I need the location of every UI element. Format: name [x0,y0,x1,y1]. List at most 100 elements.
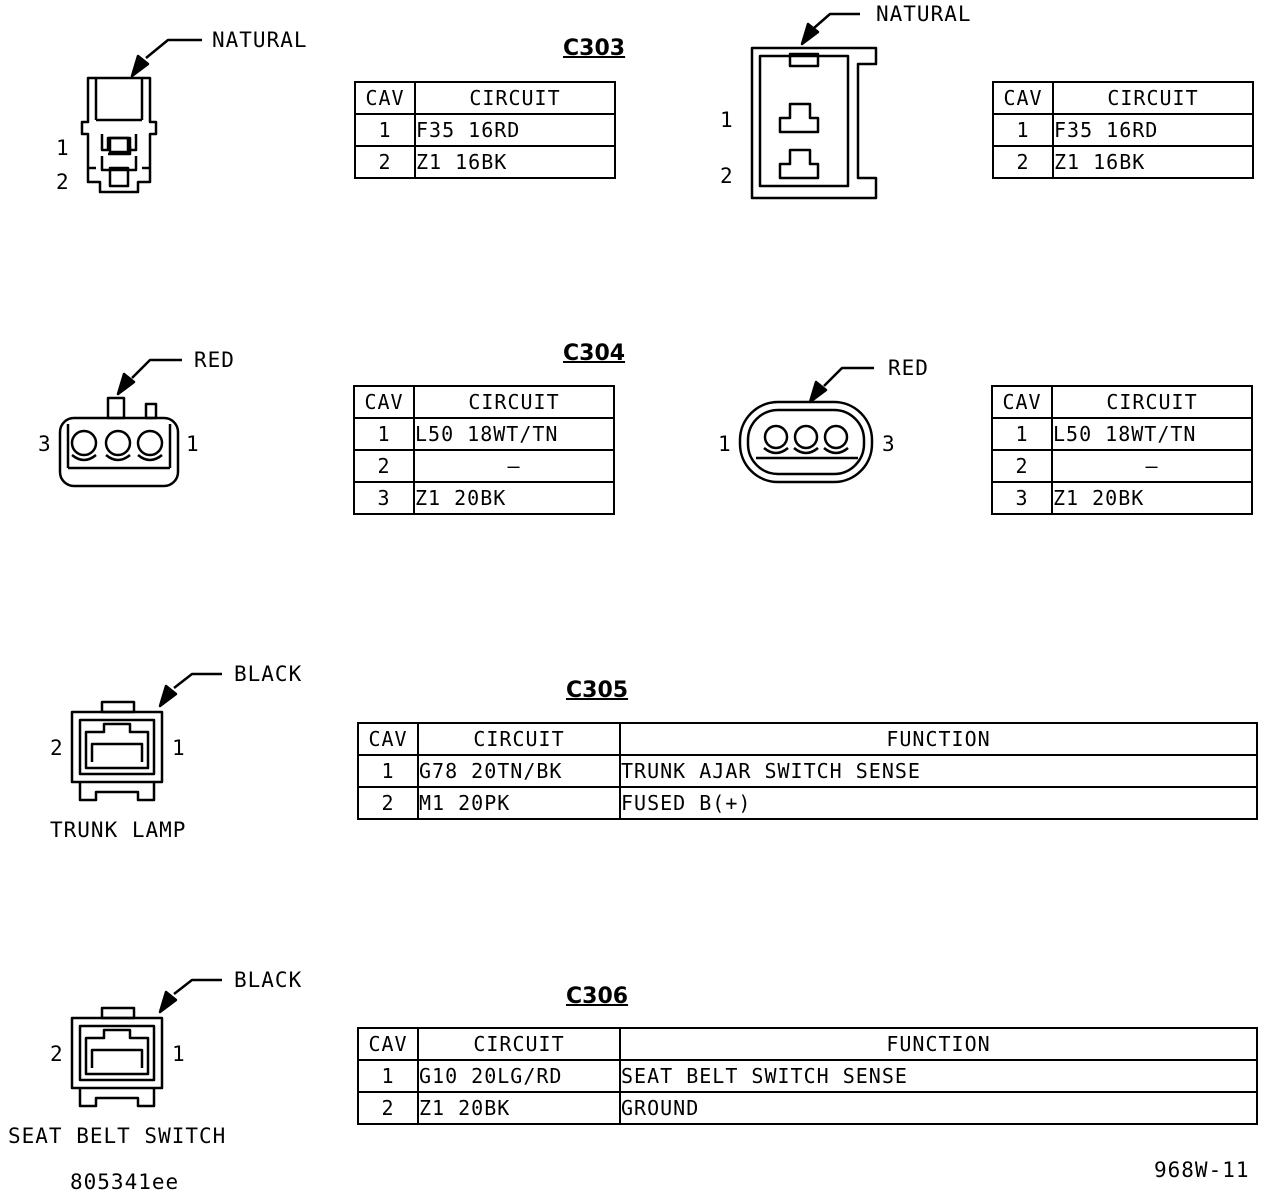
table-row: 2 Z1 20BK GROUND [357,1091,1258,1125]
c306-table: CAV CIRCUIT FUNCTION 1 G10 20LG/RD SEAT … [357,1027,1258,1125]
c305-color-label: BLACK [234,662,303,686]
c306-leader [158,978,222,1014]
c303-title: C303 [563,36,626,61]
function-cell: SEAT BELT SWITCH SENSE [619,1059,1258,1093]
c306-connector-drawing [70,1006,164,1108]
function-cell: FUSED B(+) [619,786,1258,820]
table-row: 1 L50 18WT/TN [353,417,615,451]
cav-cell: 2 [992,145,1054,179]
cav-header: CAV [992,81,1054,115]
c304-title: C304 [563,341,626,366]
c304-left-pin-3-label: 3 [38,432,52,456]
c303-right-table: CAV CIRCUIT 1 F35 16RD 2 Z1 16BK [992,81,1254,179]
cav-cell: 2 [353,449,415,483]
table-row: 1 F35 16RD [354,113,616,147]
cav-cell: 1 [353,417,415,451]
cav-cell: 1 [357,1059,419,1093]
function-header: FUNCTION [619,722,1258,756]
c304-left-color-label: RED [194,348,235,372]
circuit-header: CIRCUIT [413,385,615,419]
cav-header: CAV [357,1027,419,1061]
c306-connector-name: SEAT BELT SWITCH [8,1124,227,1148]
c303-left-connector-drawing [80,76,158,194]
c305-connector-name: TRUNK LAMP [50,818,187,842]
c306-title: C306 [566,984,629,1009]
table-row: 2 M1 20PK FUSED B(+) [357,786,1258,820]
c303-left-pin-1-label: 1 [56,136,70,160]
cav-cell: 1 [357,754,419,788]
circuit-cell: – [413,449,615,483]
circuit-cell: – [1051,449,1253,483]
c305-connector-drawing [70,700,164,802]
c303-left-table: CAV CIRCUIT 1 F35 16RD 2 Z1 16BK [354,81,616,179]
cav-cell: 3 [991,481,1053,515]
table-row: 2 – [991,449,1253,483]
c304-right-connector-drawing [738,400,874,484]
c303-right-connector-drawing [750,46,878,200]
table-header-row: CAV CIRCUIT [991,385,1253,419]
c303-right-leader [800,12,860,46]
circuit-header: CIRCUIT [414,81,616,115]
circuit-cell: L50 18WT/TN [413,417,615,451]
c304-left-table: CAV CIRCUIT 1 L50 18WT/TN 2 – 3 Z1 20BK [353,385,615,515]
circuit-header: CIRCUIT [1051,385,1253,419]
circuit-header: CIRCUIT [417,722,621,756]
cav-header: CAV [991,385,1053,419]
c305-table: CAV CIRCUIT FUNCTION 1 G78 20TN/BK TRUNK… [357,722,1258,820]
table-header-row: CAV CIRCUIT [354,81,616,115]
c304-right-pin-3-label: 3 [882,432,896,456]
circuit-cell: M1 20PK [417,786,621,820]
cav-cell: 2 [354,145,416,179]
circuit-cell: Z1 20BK [417,1091,621,1125]
cav-cell: 2 [991,449,1053,483]
cav-cell: 1 [992,113,1054,147]
c305-title: C305 [566,678,629,703]
circuit-cell: G78 20TN/BK [417,754,621,788]
cav-header: CAV [357,722,419,756]
c303-right-color-label: NATURAL [876,2,972,26]
circuit-cell: Z1 16BK [414,145,616,179]
table-row: 3 Z1 20BK [991,481,1253,515]
circuit-header: CIRCUIT [417,1027,621,1061]
function-header: FUNCTION [619,1027,1258,1061]
circuit-cell: Z1 16BK [1052,145,1254,179]
circuit-cell: L50 18WT/TN [1051,417,1253,451]
circuit-cell: Z1 20BK [413,481,615,515]
cav-cell: 2 [357,1091,419,1125]
c304-right-color-label: RED [888,356,929,380]
cav-header: CAV [354,81,416,115]
c305-leader [158,672,222,708]
table-header-row: CAV CIRCUIT [992,81,1254,115]
table-row: 2 Z1 16BK [354,145,616,179]
cav-cell: 2 [357,786,419,820]
function-cell: TRUNK AJAR SWITCH SENSE [619,754,1258,788]
c304-right-table: CAV CIRCUIT 1 L50 18WT/TN 2 – 3 Z1 20BK [991,385,1253,515]
c304-left-pin-1-label: 1 [186,432,200,456]
table-header-row: CAV CIRCUIT FUNCTION [357,722,1258,756]
c303-left-color-label: NATURAL [212,28,308,52]
c303-right-pin-1-label: 1 [720,108,734,132]
c305-pin-1-label: 1 [172,736,186,760]
function-cell: GROUND [619,1091,1258,1125]
footer-left-code: 805341ee [70,1170,180,1194]
table-row: 1 G10 20LG/RD SEAT BELT SWITCH SENSE [357,1059,1258,1093]
c306-color-label: BLACK [234,968,303,992]
c304-left-leader [116,358,182,396]
cav-cell: 1 [354,113,416,147]
c303-left-pin-2-label: 2 [56,170,70,194]
circuit-cell: F35 16RD [1052,113,1254,147]
table-row: 2 Z1 16BK [992,145,1254,179]
c304-right-leader [808,366,874,404]
cav-cell: 1 [991,417,1053,451]
c303-right-pin-2-label: 2 [720,164,734,188]
c303-left-leader [130,38,202,78]
circuit-cell: G10 20LG/RD [417,1059,621,1093]
cav-cell: 3 [353,481,415,515]
c306-pin-2-label: 2 [50,1042,64,1066]
cav-header: CAV [353,385,415,419]
table-row: 1 L50 18WT/TN [991,417,1253,451]
table-header-row: CAV CIRCUIT FUNCTION [357,1027,1258,1061]
table-row: 1 F35 16RD [992,113,1254,147]
c306-pin-1-label: 1 [172,1042,186,1066]
c304-left-connector-drawing [58,396,180,488]
